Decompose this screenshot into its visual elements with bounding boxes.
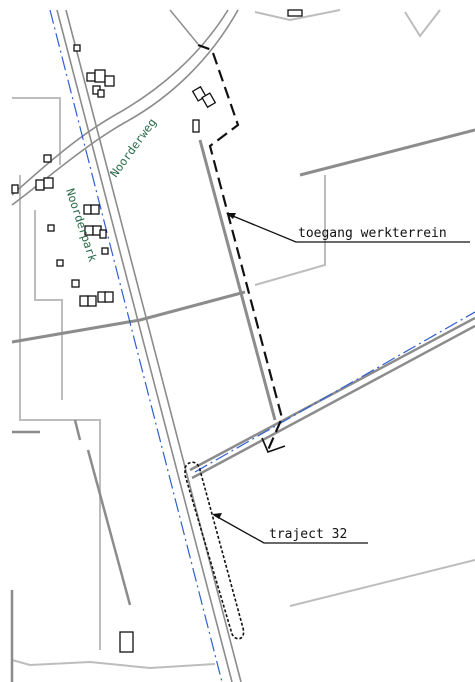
track-leader xyxy=(213,514,368,544)
leader-lines xyxy=(212,213,470,544)
parcel-lines xyxy=(11,9,475,670)
municipal-boundary xyxy=(49,9,475,682)
access-route-leader xyxy=(227,213,470,243)
access-route-label: toegang werkterrein xyxy=(298,226,447,241)
track-outline xyxy=(184,461,245,640)
road-label-noorderpark: Noorderpark xyxy=(63,187,100,264)
road-network xyxy=(10,9,475,682)
road-label-noorderweg: Noorderweg xyxy=(107,116,159,180)
track-label: traject 32 xyxy=(269,527,347,542)
buildings xyxy=(11,9,303,653)
access-route xyxy=(197,43,286,454)
